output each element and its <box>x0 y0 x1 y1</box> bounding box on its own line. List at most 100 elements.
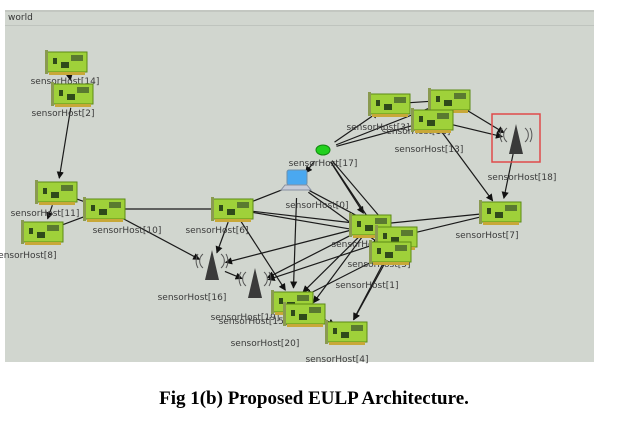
selection-frame <box>491 113 541 163</box>
card-chip <box>394 97 406 103</box>
node-sensorhost19[interactable]: sensorHost[19] <box>211 268 280 323</box>
card-contacts <box>39 202 75 205</box>
world-label: world <box>8 13 33 23</box>
card-chip <box>297 295 309 301</box>
card-chip <box>401 230 413 236</box>
node-sensorhost7[interactable]: sensorHost[7] <box>455 200 522 241</box>
card-contacts <box>353 235 389 238</box>
card-chip <box>91 205 95 211</box>
card-chip <box>427 120 435 126</box>
node-label: sensorHost[16] <box>158 293 227 303</box>
signal-wave <box>238 271 242 287</box>
card-bracket <box>369 240 372 264</box>
node-sensorhost10[interactable]: sensorHost[10] <box>83 197 161 236</box>
card-contacts <box>287 324 323 327</box>
card-chip <box>384 104 392 110</box>
signal-wave <box>199 253 204 269</box>
card-chip <box>375 218 387 224</box>
connection-edge <box>240 220 286 291</box>
card-chip <box>71 55 83 61</box>
card-chip <box>395 245 407 251</box>
card-chip <box>505 205 517 211</box>
card-contacts <box>87 219 123 222</box>
node-sensorhost17[interactable]: sensorHost[17] <box>289 144 358 169</box>
card-chip <box>77 87 89 93</box>
signal-wave <box>225 253 229 269</box>
node-sensorhost4[interactable]: sensorHost[4] <box>305 320 369 365</box>
card-contacts <box>25 242 61 245</box>
node-sensorhost2[interactable]: sensorHost[2] <box>31 82 95 119</box>
card-bracket <box>21 220 24 244</box>
card-bracket <box>428 88 431 112</box>
card-bracket <box>325 320 328 344</box>
connection-edge <box>224 227 358 265</box>
card-contacts <box>415 130 451 133</box>
node-sensorhost6[interactable]: sensorHost[6] <box>185 197 254 236</box>
card-chip <box>291 310 295 316</box>
card-chip <box>99 209 107 215</box>
node-sensorhost11[interactable]: sensorHost[11] <box>11 180 80 219</box>
card-chip <box>37 232 45 238</box>
card-chip <box>391 237 399 243</box>
signal-wave <box>503 127 508 143</box>
card-chip <box>385 252 393 258</box>
card-chip <box>376 100 380 106</box>
node-label: sensorHost[20] <box>231 339 300 349</box>
node-sensorhost8[interactable]: sensorHost[8] <box>0 220 64 261</box>
card-contacts <box>215 219 251 222</box>
card-bracket <box>375 225 378 249</box>
connection-edge <box>336 121 421 147</box>
node-label: sensorHost[19] <box>211 313 280 323</box>
card-chip <box>219 205 223 211</box>
card-contacts <box>55 104 91 107</box>
card-chip <box>61 62 69 68</box>
connection-edge <box>409 214 488 236</box>
card-bracket <box>51 82 54 106</box>
sink-node-icon <box>315 144 331 156</box>
card-bracket <box>479 200 482 224</box>
card-chip <box>309 307 321 313</box>
figure-caption: Fig 1(b) Proposed EULP Architecture. <box>159 388 469 409</box>
connection-edge <box>65 73 73 81</box>
card-chip <box>43 188 47 194</box>
node-sensorhost20[interactable]: sensorHost[20] <box>231 302 326 349</box>
node-sensorhost16[interactable]: sensorHost[16] <box>158 250 229 303</box>
connection-edge <box>461 106 505 134</box>
node-sensorhost18[interactable]: sensorHost[18] <box>488 113 557 183</box>
node-label: sensorHost[11] <box>11 209 80 219</box>
card-chip <box>29 228 33 234</box>
node-sensorhost13[interactable]: sensorHost[13] <box>395 108 464 155</box>
connection-edge <box>312 235 364 304</box>
connection-edge <box>266 230 359 279</box>
node-label: sensorHost[1] <box>335 281 398 291</box>
node-label: sensorHost[4] <box>305 355 368 365</box>
node-label: sensorHost[15] <box>219 317 288 327</box>
card-chip <box>365 225 373 231</box>
node-sensorhost3[interactable]: sensorHost[3] <box>346 92 411 133</box>
card-chip <box>419 116 423 122</box>
node-label: sensorHost[14] <box>31 77 100 87</box>
signal-wave <box>499 127 503 143</box>
node-label: sensorHost[9] <box>331 240 394 250</box>
card-contacts <box>329 342 365 345</box>
node-sensorhost0[interactable]: sensorHost[0] <box>279 169 349 211</box>
node-label: sensorHost[10] <box>93 226 162 236</box>
network-canvas[interactable]: world sensorHost[14]sensorHost[2] sensorH… <box>0 10 594 365</box>
card-bracket <box>411 108 414 132</box>
connection-edge <box>215 221 229 254</box>
node-sensorhost9[interactable]: sensorHost[9] <box>331 213 395 250</box>
card-contacts <box>372 114 408 117</box>
signal-wave <box>195 253 199 269</box>
node-sensorhost14[interactable]: sensorHost[14] <box>31 50 100 87</box>
node-label: sensorHost[6] <box>185 226 248 236</box>
card-bracket <box>83 197 86 221</box>
card-chip <box>59 90 63 96</box>
signal-wave <box>529 127 533 143</box>
connection-edge <box>334 111 380 143</box>
connection-edge <box>304 257 379 297</box>
card-chip <box>495 212 503 218</box>
connection-edge <box>46 205 54 220</box>
card-chip <box>299 314 307 320</box>
node-sensorhost1[interactable]: sensorHost[1] <box>335 240 412 291</box>
node-label: sensorHost[0] <box>285 201 348 211</box>
